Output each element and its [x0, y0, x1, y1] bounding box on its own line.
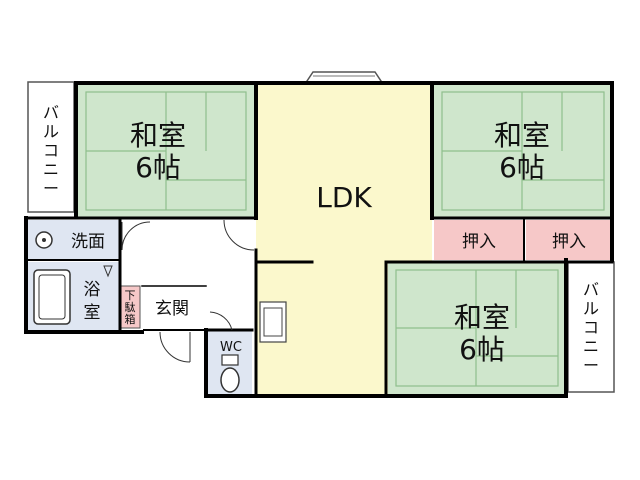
balcony-left — [27, 81, 75, 213]
tatami-lines-bottom-right — [395, 269, 559, 387]
balcony-label-right: バ ル コ ニ ー — [583, 280, 599, 375]
room-label-yokushitsu-1: 浴 — [84, 280, 101, 300]
svg-text:コ: コ — [583, 318, 599, 337]
svg-text:バ: バ — [583, 280, 599, 299]
svg-text:ー: ー — [43, 179, 59, 198]
bathtub-icon — [33, 269, 71, 325]
room-label-washitsu-bottom-right: 和室 — [454, 301, 510, 334]
room-oshiire-right — [526, 220, 612, 260]
getabako-label-1: 下 — [125, 289, 136, 302]
tatami-lines-top-right — [441, 91, 605, 211]
balcony-label-left: バ ル コ ニ ー — [43, 103, 59, 198]
room-label-ldk: LDK — [316, 181, 372, 214]
room-oshiire-left — [434, 220, 524, 260]
room-label-wc: WC — [220, 340, 242, 355]
door-swings — [121, 219, 255, 363]
svg-text:ル: ル — [43, 122, 59, 141]
bath-faucet-icon — [103, 265, 113, 278]
room-label-genkan: 玄関 — [155, 299, 189, 319]
room-size-washitsu-top-right: 6帖 — [499, 151, 545, 184]
svg-text:ー: ー — [583, 356, 599, 375]
room-size-washitsu-top-left: 6帖 — [135, 151, 181, 184]
room-label-yokushitsu-2: 室 — [84, 303, 101, 323]
svg-text:ニ: ニ — [43, 160, 59, 179]
svg-text:コ: コ — [43, 141, 59, 160]
room-label-senmen: 洗面 — [71, 232, 105, 252]
balcony-right — [567, 261, 615, 393]
getabako-label-2: 駄 — [125, 300, 136, 314]
room-label-washitsu-top-right: 和室 — [494, 119, 550, 152]
walls — [24, 81, 614, 398]
room-label-oshiire-right: 押入 — [552, 232, 586, 252]
room-size-washitsu-bottom-right: 6帖 — [459, 333, 505, 366]
room-label-washitsu-top-left: 和室 — [130, 119, 186, 152]
toilet-icon — [220, 367, 240, 393]
svg-text:ル: ル — [583, 299, 599, 318]
svg-text:バ: バ — [43, 103, 59, 122]
room-label-oshiire-left: 押入 — [462, 232, 496, 252]
getabako-label-3: 箱 — [125, 312, 136, 326]
tatami-lines-top-left — [85, 91, 247, 211]
svg-text:ニ: ニ — [583, 337, 599, 356]
